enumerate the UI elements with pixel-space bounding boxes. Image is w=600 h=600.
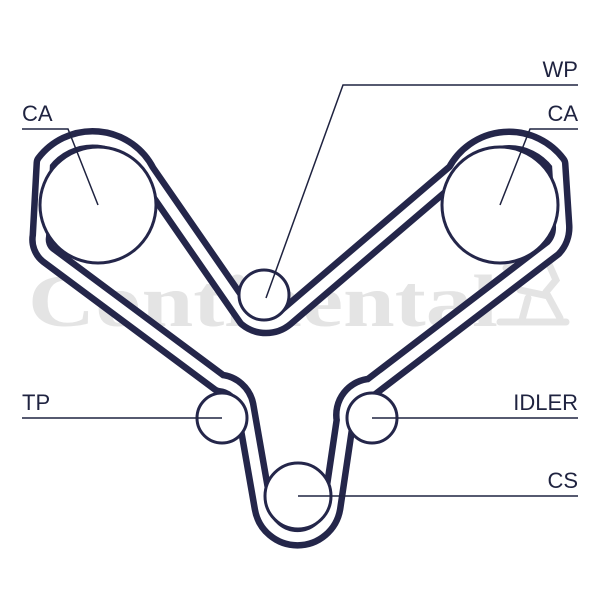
pulleys (38, 145, 560, 531)
leader-wp (265, 84, 578, 299)
leader-lines (22, 84, 578, 497)
label-ca-right: CA (547, 101, 578, 126)
label-wp: WP (543, 57, 578, 82)
label-tp: TP (22, 390, 50, 415)
leader-ca-right (499, 128, 578, 206)
label-cs: CS (547, 468, 578, 493)
labels: WP CA CA TP IDLER CS (22, 57, 578, 493)
label-ca-left: CA (22, 101, 53, 126)
label-idler: IDLER (513, 390, 578, 415)
water-pump-pulley (237, 268, 291, 322)
leader-ca-left (22, 128, 99, 206)
